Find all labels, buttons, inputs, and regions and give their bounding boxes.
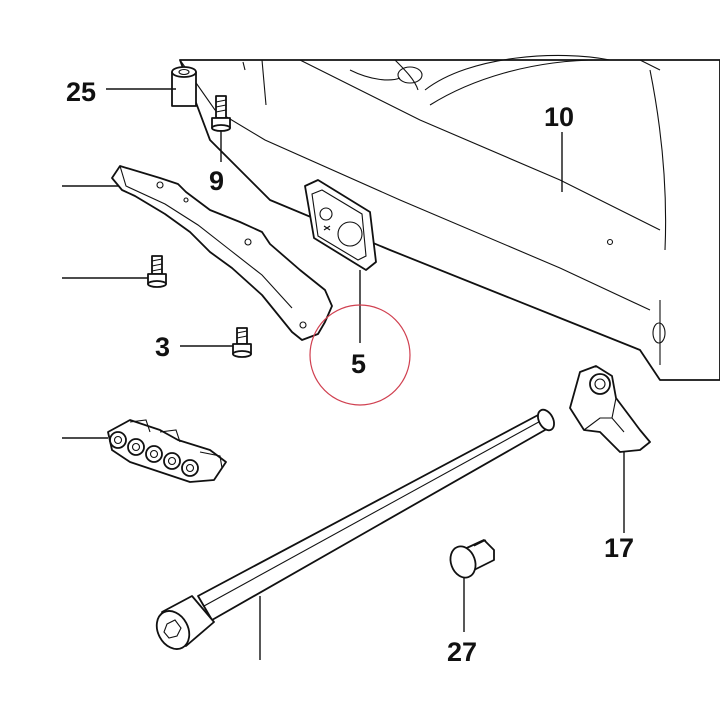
- bolt-part-3: [232, 327, 252, 358]
- spacer-sleeve-part: [171, 66, 197, 107]
- callout-3: 3: [155, 332, 170, 362]
- cover-plate-part: [304, 179, 377, 271]
- frame-housing-part: [179, 54, 720, 381]
- callout-27: 27: [447, 637, 477, 667]
- plug-bushing-part: [449, 539, 495, 579]
- leader-lines: [62, 88, 625, 660]
- callout-5: 5: [351, 349, 366, 379]
- chain-link-part: [107, 419, 227, 483]
- long-axle-part: [155, 408, 555, 650]
- callout-10: 10: [544, 102, 574, 132]
- bracket-lug-part: [569, 365, 651, 453]
- callout-9: 9: [209, 166, 224, 196]
- highlight-circle: [309, 304, 411, 406]
- left-bolt-part: [147, 255, 167, 288]
- callout-17: 17: [604, 533, 634, 563]
- callout-25: 25: [66, 77, 96, 107]
- callout-labels: 25 9 10 3 5 17 27: [66, 77, 634, 667]
- bracket-arm-part: [111, 165, 333, 341]
